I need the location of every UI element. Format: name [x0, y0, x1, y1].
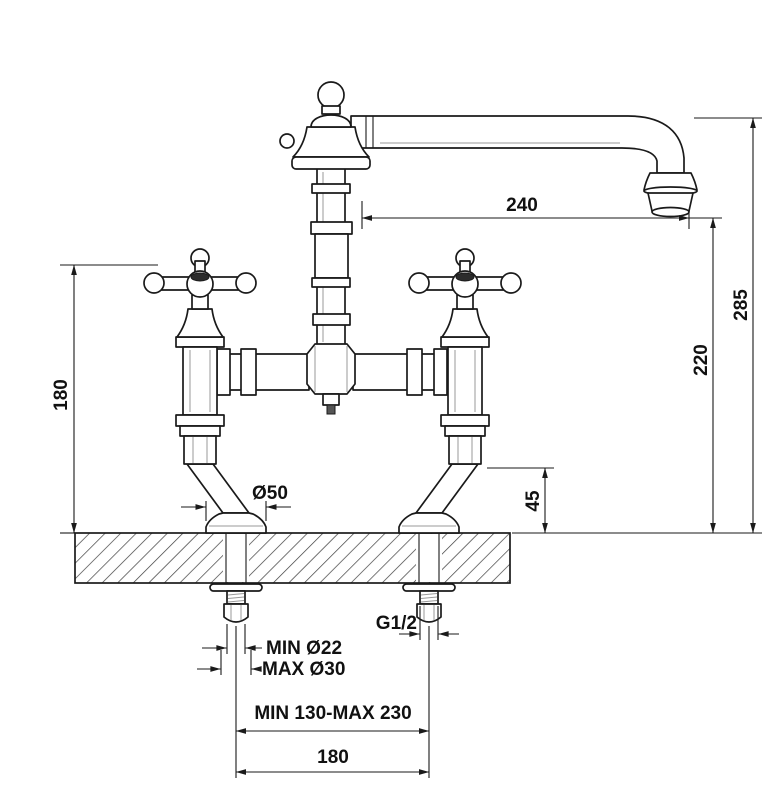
left-handle-cap [190, 272, 210, 282]
right-handle-ball [408, 272, 430, 294]
crown-assembly [279, 81, 371, 170]
right-body-ring [440, 414, 490, 427]
dim-outlet-height: 220 [691, 344, 712, 376]
dimension-annotations: 240 220 285 180 45 Ø50 G1/2 MIN Ø22 MAX … [51, 117, 762, 778]
left-deck-hole [223, 534, 249, 582]
left-base [205, 512, 267, 534]
finial-ball [317, 81, 345, 109]
left-washer [209, 583, 263, 592]
column-ring [310, 221, 353, 235]
dim-spout-reach: 240 [506, 195, 538, 216]
left-handle-skirt [176, 308, 224, 338]
crown-dome [310, 114, 352, 128]
right-coupling-nut [448, 435, 482, 465]
finial-collar [321, 105, 341, 115]
right-handle-cap [455, 272, 475, 282]
left-handle-ball [143, 272, 165, 294]
left-mounting-nut [223, 603, 249, 623]
countertop-deck-section [74, 532, 511, 584]
right-deck-hole [416, 534, 442, 582]
right-handle-ball [500, 272, 522, 294]
aerator-tip [651, 206, 690, 218]
column-barrel [314, 233, 349, 279]
left-handle-ball [235, 272, 257, 294]
left-shank [186, 463, 250, 514]
dim-deck-offset: 45 [523, 490, 544, 512]
spout-column [306, 165, 356, 415]
bridge-tube-left [216, 353, 310, 391]
bridge-tube-right [352, 353, 449, 391]
right-body-ring [444, 425, 486, 437]
dim-hole-max: MAX Ø30 [262, 659, 345, 680]
spout-tube [350, 115, 685, 174]
right-body [447, 346, 483, 416]
left-coupling-nut [183, 435, 217, 465]
dim-left-height: 180 [51, 379, 72, 411]
dim-hole-min: MIN Ø22 [266, 638, 342, 659]
dim-thread: G1/2 [376, 613, 417, 634]
right-mounting-nut [416, 603, 442, 623]
side-knob [279, 133, 295, 149]
right-washer [402, 583, 456, 592]
right-valve [398, 248, 522, 534]
column-ring [311, 183, 351, 194]
dim-centers: 180 [317, 747, 349, 768]
column-ring [311, 277, 351, 288]
crown-base-ring [291, 156, 371, 170]
left-body-ring [179, 425, 221, 437]
bridge-coupling [433, 348, 448, 396]
mounting-hardware [209, 583, 456, 623]
bridge-center-body [306, 343, 356, 395]
left-body-ring [175, 414, 225, 427]
column-nut [312, 313, 351, 326]
bridge-assembly [216, 348, 449, 396]
right-base [398, 512, 460, 534]
dim-centers-range: MIN 130-MAX 230 [254, 703, 411, 724]
left-valve [143, 248, 267, 534]
bridge-coupling [216, 348, 231, 396]
crown-bell [292, 126, 370, 158]
right-handle-skirt [441, 308, 489, 338]
dim-base-diameter: Ø50 [252, 483, 288, 504]
bridge-ring [406, 348, 423, 396]
center-underside-nub [326, 404, 336, 415]
right-body-collar [440, 336, 490, 348]
left-body [182, 346, 218, 416]
left-body-collar [175, 336, 225, 348]
center-underside-fitting [322, 393, 340, 406]
right-shank [415, 463, 479, 514]
dim-overall-height: 285 [731, 289, 752, 321]
bridge-ring [240, 348, 257, 396]
